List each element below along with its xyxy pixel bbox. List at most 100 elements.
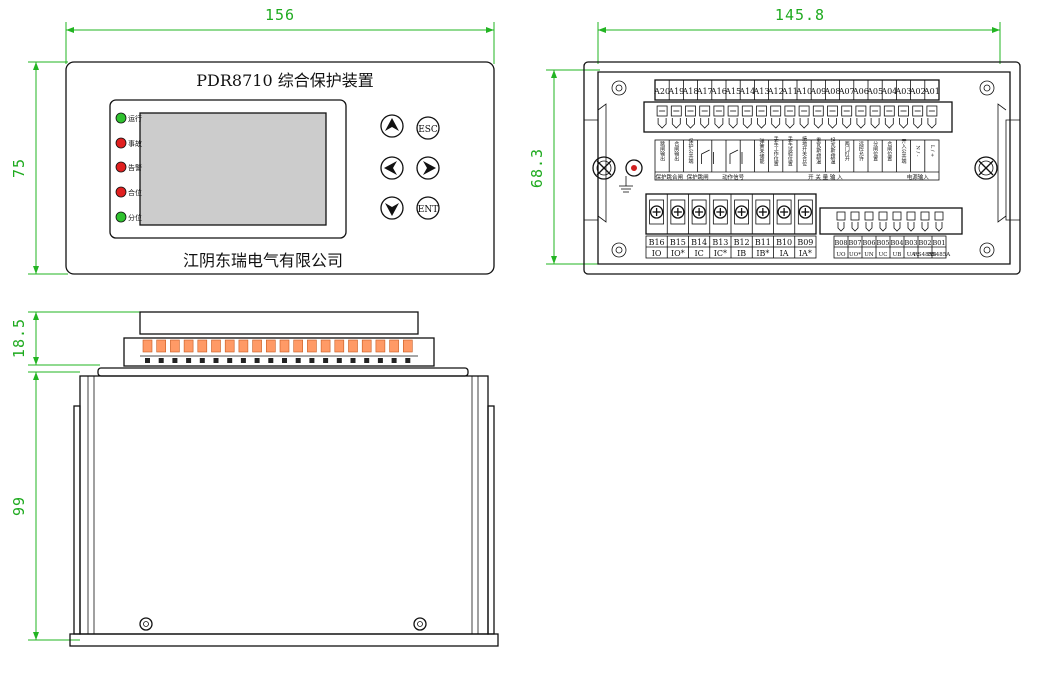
pin-foot [186,358,192,363]
terminal-signal: IO* [671,249,685,258]
terminal-screw [850,211,860,221]
terminal-signal: IB [737,249,746,258]
terminal-screw [827,105,838,117]
terminal-screw [869,105,881,117]
left-button[interactable] [380,156,404,180]
terminal-screw [692,205,706,219]
pin-foot [309,358,315,363]
terminal-screw [864,211,874,221]
terminal-signal: UO* [849,252,861,258]
terminal-function: 远控允许 [858,140,864,162]
right-button[interactable] [416,156,440,180]
led-alarm-label: 告警 [128,163,142,172]
terminal-label: B13 [712,238,728,247]
terminal-screw [713,105,725,117]
connector-pin [142,339,153,353]
terminal-screw [756,105,767,117]
terminal-screw [836,211,846,221]
terminal-signal: UA [907,252,916,258]
terminal-signal: RS485A [928,252,951,258]
terminal-label: A04 [880,87,897,96]
connector-pin [307,339,317,353]
terminal-function: 合闸位置 [886,140,892,162]
esc-button[interactable]: ESC [416,116,440,140]
terminal-screw [855,105,867,117]
terminal-signal: IB* [756,249,769,258]
terminal-label: A11 [781,87,798,96]
terminal-height-label: 18.5 [10,318,28,358]
pin-foot [158,358,164,363]
terminal-signal: UN [864,252,874,258]
arrow-left-icon [384,161,397,175]
terminal-signal: RS485B [914,252,936,258]
pin-foot [350,358,356,363]
terminal-group: 保护跳闸 [687,173,709,181]
terminal-screw [878,211,888,221]
led-closed-label: 合位 [128,188,142,197]
ground-terminal-icon [619,159,643,193]
pin-foot [282,358,287,363]
terminal-label: B02 [918,239,931,247]
terminal-signal: IA [780,249,789,258]
connector-pin [348,339,358,353]
top-function-labels: 跳闸输出合闸输出保护公共端弹簧未储能手车工作位置手车试验位置接地开关合位重瓦斯/… [655,135,939,181]
terminal-label: A13 [753,87,770,96]
front-width-label: 156 [265,6,295,24]
terminal-function: 手车试验位置 [787,135,793,167]
terminal-screw [812,105,824,117]
ent-button[interactable]: ENT [416,196,440,220]
pin-foot [295,358,301,363]
connector-pin [389,339,399,353]
terminal-label: B14 [691,238,707,247]
down-button[interactable] [380,196,404,220]
terminal-label: B05 [876,239,889,247]
terminal-screw [656,105,668,117]
terminal-label: A09 [809,87,826,96]
pin-foot [145,358,150,363]
terminal-screw [777,205,791,219]
connector-pin [170,339,180,353]
terminal-signal: IC* [714,249,727,258]
connector-pin [375,339,386,353]
terminal-screw [906,211,916,221]
connector-pin [265,339,276,353]
ent-button-label: ENT [418,205,438,215]
terminal-label: A08 [824,87,841,96]
dimension-annotations: 156 145.8 75 68.3 18.5 99 [10,6,1001,641]
terminal-label: A12 [767,87,784,96]
pin-foot [227,358,233,363]
terminal-label: A18 [682,87,699,96]
led-indicators: 运行 事故 告警 合位 分位 [115,112,142,223]
terminal-screw [798,205,812,219]
terminal-signal: UC [879,252,888,258]
terminal-screw [912,105,924,117]
pin-foot [199,358,205,363]
terminal-group: 动作信号 [722,173,745,181]
depth-label: 99 [10,496,28,516]
terminal-label: A10 [795,87,812,96]
terminal-function: 手车工作位置 [773,135,779,167]
connector-pin [361,339,372,353]
terminal-label: B04 [890,239,903,247]
terminal-label: A19 [667,87,684,96]
terminal-label: B11 [755,238,771,247]
pin-foot [364,358,370,363]
terminal-label: A17 [696,87,713,96]
rear-height-label: 68.3 [528,148,546,188]
connector-pins [142,339,413,363]
led-fault-label: 事故 [128,139,142,148]
front-panel: PDR8710 综合保护装置 江阴东瑞电气有限公司 运行 事故 告警 合位 分位 [65,61,495,275]
terminal-label: A01 [923,87,940,96]
pin-foot [377,358,383,363]
terminal-label: B10 [776,238,792,247]
front-height-label: 75 [10,158,28,178]
up-button[interactable] [380,114,404,138]
terminal-signal: IO [652,249,662,258]
connector-pin [293,339,304,353]
connector-pin [402,339,413,353]
terminal-screw [734,205,749,219]
terminal-group: 开 关 量 输 入 [808,173,843,181]
arrow-up-icon [385,118,399,131]
terminal-signal: IA* [799,249,812,258]
